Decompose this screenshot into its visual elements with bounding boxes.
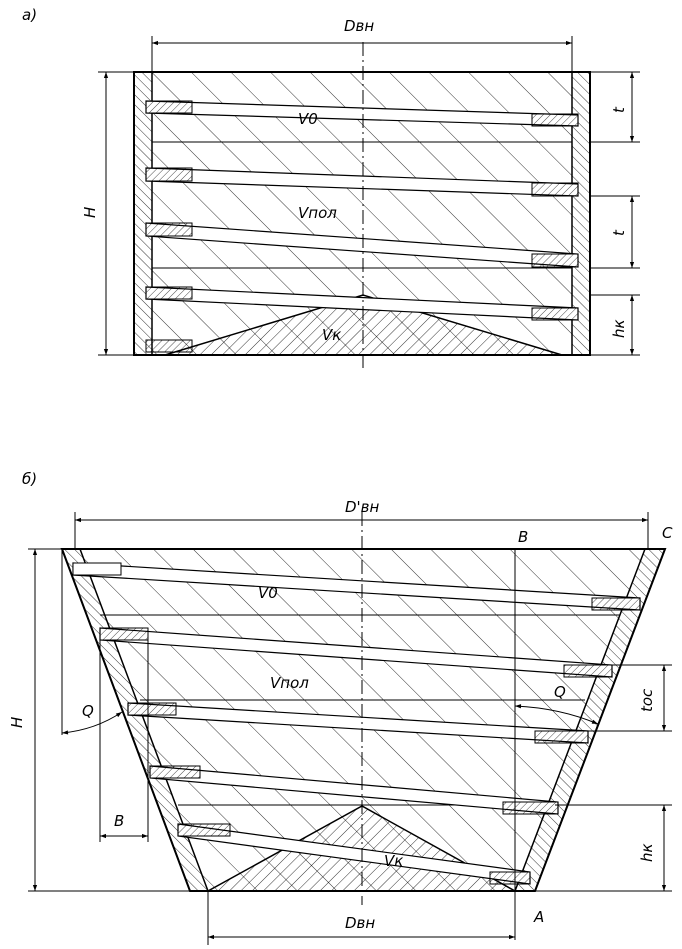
shelf-a-2-right-end xyxy=(531,182,579,197)
shelf-b-2-right-end xyxy=(563,664,613,678)
shelf-a-4-right-end xyxy=(531,307,579,321)
angle-label-left: Q xyxy=(82,702,94,720)
diagram-a: а) xyxy=(22,6,640,372)
volume-cone-label-b: Vк xyxy=(384,852,403,870)
volume-top-label-a: V0 xyxy=(298,110,318,128)
diagram-b: б) xyxy=(8,470,673,945)
shelf-a-3-right-end xyxy=(531,253,579,268)
volume-mid-label-b: Vпол xyxy=(270,674,309,692)
diagram-b-caption: б) xyxy=(22,470,37,488)
left-wall-a xyxy=(133,71,153,356)
shelf-a-5-left-end xyxy=(145,339,193,353)
shelf-group-a xyxy=(145,100,579,353)
angle-label-right: Q xyxy=(554,683,566,701)
step-label-a-mid: t xyxy=(610,229,628,236)
point-a-label: A xyxy=(533,908,544,926)
volume-cone-label-a: Vк xyxy=(322,326,341,344)
height-label-b: H xyxy=(8,717,26,728)
step-label-a-top: t xyxy=(610,106,628,113)
shelf-b-4-right-end xyxy=(502,801,559,815)
angle-arc-right xyxy=(514,704,599,725)
shelf-b-5-right-end xyxy=(489,871,531,885)
shelf-a-1-right-end xyxy=(531,113,579,127)
shelf-a-2-left-end xyxy=(145,167,193,182)
shelf-b-3-left-end xyxy=(127,702,177,716)
shelf-b-5-left-end xyxy=(177,823,231,837)
shelf-b-1-left-end xyxy=(72,562,122,576)
top-diameter-label-b: D'вн xyxy=(345,498,380,516)
shelf-b-2-left-end xyxy=(99,627,149,641)
volume-top-label-b: V0 xyxy=(258,584,278,602)
height-label-a: H xyxy=(81,207,99,218)
cone-height-label-a: hк xyxy=(610,319,628,338)
diameter-label-a: Dвн xyxy=(344,17,374,35)
point-b-label: B xyxy=(518,528,528,546)
width-label-b: B xyxy=(114,812,124,830)
point-c-label: C xyxy=(662,524,673,542)
bottom-diameter-label-b: Dвн xyxy=(345,914,375,932)
bunker-a-outline xyxy=(133,71,591,356)
volume-mid-label-a: Vпол xyxy=(298,204,337,222)
shelf-a-1-left-end xyxy=(145,100,193,114)
step-label-b: tос xyxy=(638,688,656,712)
angle-arc-left xyxy=(61,711,123,735)
shelf-b-3-right-end xyxy=(534,730,589,744)
shelf-a-4-left-end xyxy=(145,286,193,300)
diagram-a-caption: а) xyxy=(22,6,37,24)
shelf-a-3-left-end xyxy=(145,222,193,237)
shelf-b-4-left-end xyxy=(149,765,201,779)
cone-height-label-b: hк xyxy=(638,843,656,862)
shelf-b-1-right-end xyxy=(591,597,641,611)
